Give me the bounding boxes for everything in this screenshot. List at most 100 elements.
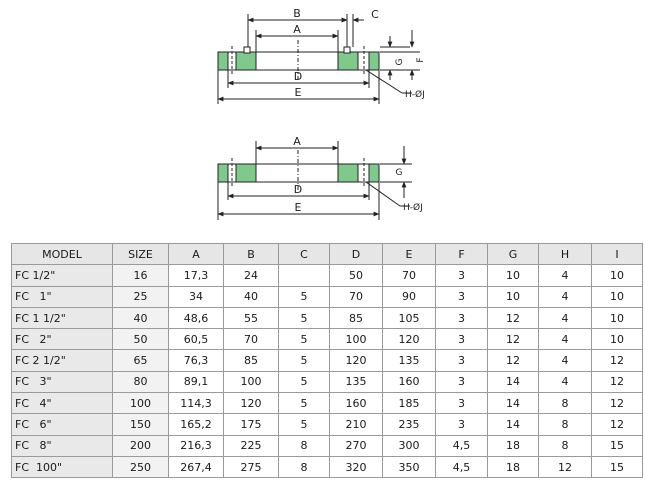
table-cell: 3 [435,392,488,415]
dim-label-d: D [294,70,302,83]
table-cell: 14 [487,370,539,394]
table-cell: 235 [382,413,436,436]
table-cell: 18 [487,434,539,457]
dim-label-g: G [395,58,405,65]
table-cell: 8 [278,434,330,457]
dim-label-d: D [294,183,302,196]
table-cell: 12 [538,455,592,479]
flange-drawing: B C A D E G F H-ØJ A D E G H-ØJ [217,7,426,220]
table-cell: 3 [435,285,488,308]
table-cell: 100 [223,370,279,394]
model-cell: FC 2 1/2" [11,349,113,372]
table-cell: 160 [329,392,383,415]
model-cell: FC 100" [11,455,113,479]
table-cell: 270 [329,434,383,457]
table-cell: 216,3 [168,434,224,457]
table-cell: 10 [487,264,539,287]
table-cell: 4 [538,328,592,351]
table-cell: 8 [538,392,592,415]
table-cell: 8 [278,455,330,479]
dim-label-a: A [293,23,301,36]
table-cell: 114,3 [168,392,224,415]
table-cell: 3 [435,264,488,287]
table-cell: 80 [112,370,169,394]
model-cell: FC 6" [11,413,113,436]
table-header-row: MODEL SIZE A B C D E F G H I [11,242,643,266]
table-cell: 3 [435,306,488,330]
column-header: B [223,242,279,266]
flange-right-inner-segment [337,163,359,183]
table-cell: 160 [382,370,436,394]
column-header: A [168,242,224,266]
table-cell: 40 [223,285,279,308]
table-cell: 175 [223,413,279,436]
table-cell: 3 [435,328,488,351]
table-cell: 17,3 [168,264,224,287]
table-cell: 5 [278,370,330,394]
table-cell: 120 [223,392,279,415]
table-cell: 60,5 [168,328,224,351]
column-header: H [538,242,592,266]
table-cell: 3 [435,349,488,372]
table-cell: 185 [382,392,436,415]
table-cell: 8 [538,413,592,436]
table-cell: 12 [591,349,643,372]
table-cell: 55 [223,306,279,330]
table-cell: 76,3 [168,349,224,372]
table-cell: 120 [329,349,383,372]
table-cell: 5 [278,349,330,372]
table-cell: 10 [591,306,643,330]
table-cell: 12 [487,349,539,372]
table-cell: 12 [591,370,643,394]
column-header: F [435,242,488,266]
table-cell: 135 [329,370,383,394]
model-cell: FC 1 1/2" [11,306,113,330]
dim-label-b: B [293,7,301,20]
dim-label-e: E [295,201,302,214]
flange-left-inner-segment [235,51,257,71]
model-cell: FC 4" [11,392,113,415]
table-cell: 85 [223,349,279,372]
table-cell: 50 [112,328,169,351]
table-cell: 300 [382,434,436,457]
dim-label-c: C [371,8,379,21]
model-cell: FC 3" [11,370,113,394]
table-cell: 3 [435,413,488,436]
table-cell: 4 [538,349,592,372]
table-cell: 267,4 [168,455,224,479]
table-cell: 12 [487,328,539,351]
table-cell: 150 [112,413,169,436]
table-cell: 320 [329,455,383,479]
table-cell: 25 [112,285,169,308]
table-cell: 100 [329,328,383,351]
flange-left-segment [217,163,229,183]
table-cell: 350 [382,455,436,479]
table-cell: 18 [487,455,539,479]
dim-label-g: G [396,168,403,178]
table-cell: 135 [382,349,436,372]
table-cell: 15 [591,434,643,457]
table-cell: 4 [538,370,592,394]
table-cell: 5 [278,413,330,436]
table-cell: 8 [538,434,592,457]
table-cell: 4 [538,285,592,308]
table-cell: 5 [278,306,330,330]
table-cell: 5 [278,328,330,351]
dim-label-hole: H-ØJ [405,89,425,100]
table-cell: 10 [591,264,643,287]
dim-label-a: A [293,135,301,148]
table-cell: 4 [538,306,592,330]
dim-label-e: E [295,86,302,99]
table-cell: 14 [487,413,539,436]
column-header: C [278,242,330,266]
flange-left-segment [217,51,229,71]
column-header: E [382,242,436,266]
table-cell: 70 [329,285,383,308]
table-cell: 5 [278,392,330,415]
